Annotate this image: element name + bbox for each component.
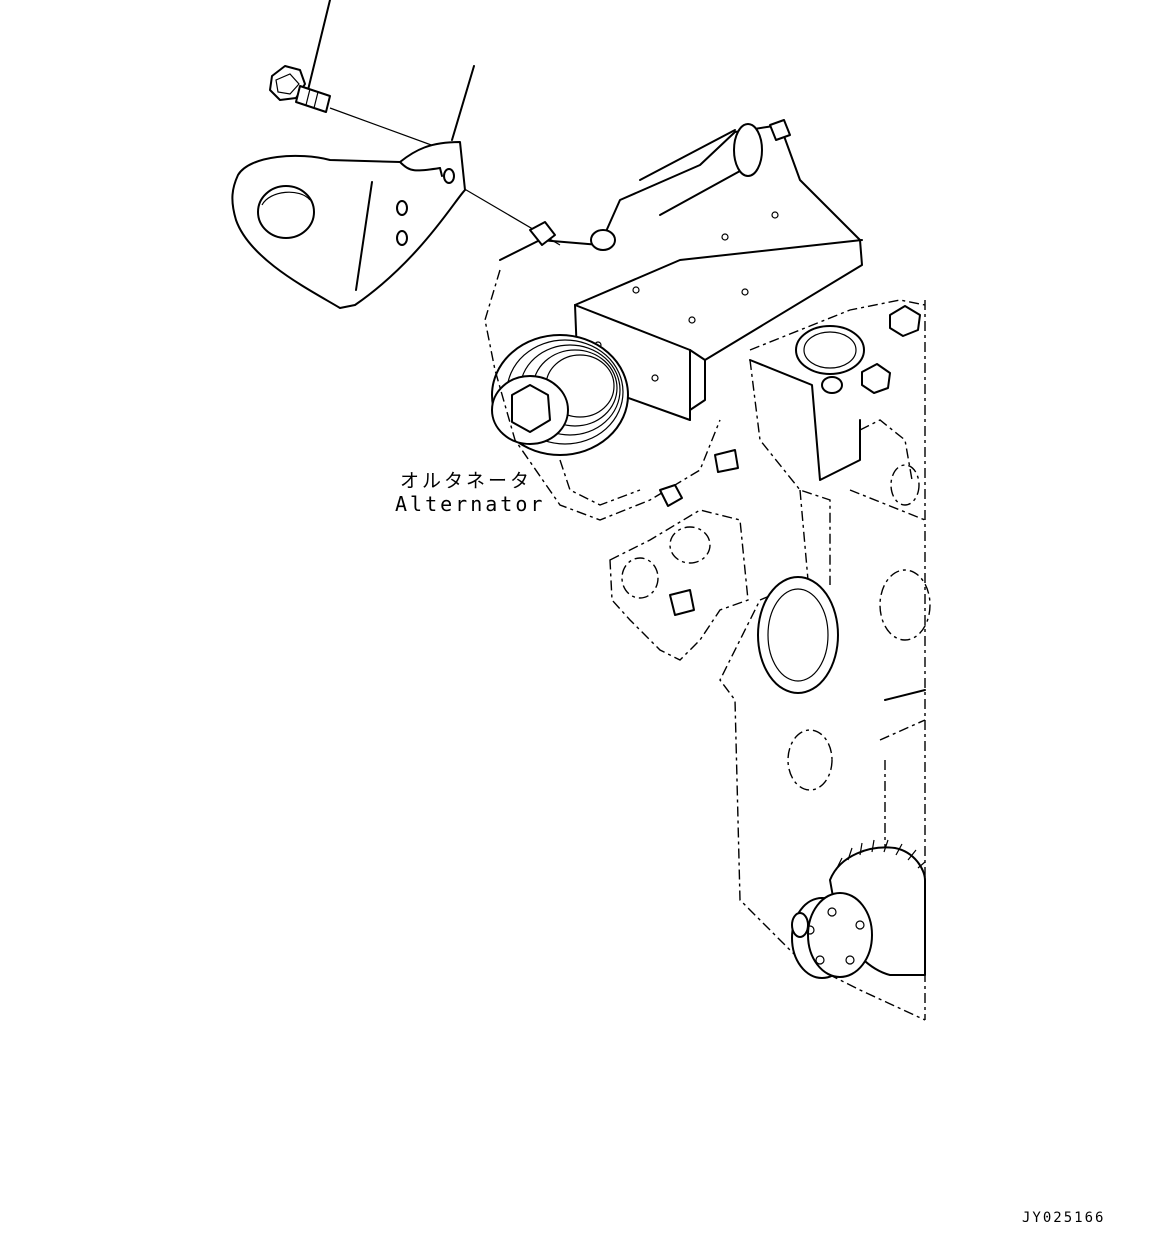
flange-bolt [269, 65, 331, 113]
alternator-label-en: Alternator [395, 492, 546, 516]
engine-assembly [484, 119, 931, 1021]
drawing-id: JY025166 [1022, 1210, 1106, 1226]
leader-lines [307, 0, 475, 141]
alternator-label-jp: オルタネータ [400, 470, 533, 492]
mounting-bracket [231, 141, 466, 309]
